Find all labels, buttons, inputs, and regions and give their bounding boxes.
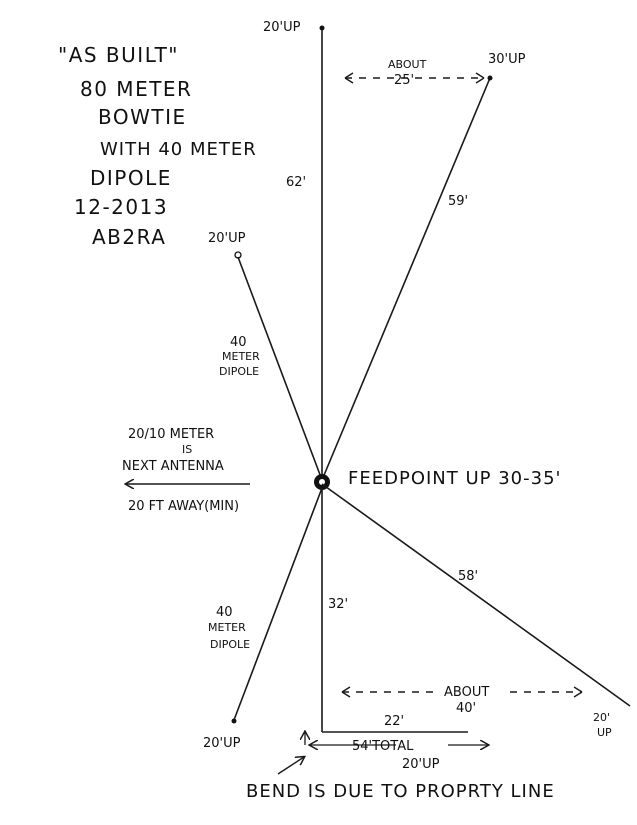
wire-length-59-label: 59': [448, 194, 468, 209]
dipole-40-lower-wire: [233, 487, 323, 721]
next-antenna-note: 20/10 METER IS NEXT ANTENNA 20 FT AWAY(M…: [122, 427, 250, 514]
note-line-2: IS: [182, 443, 192, 456]
dipole40-lower-label-2: METER: [208, 621, 246, 634]
dipole40-lower-label-1: 40: [216, 605, 233, 620]
bowtie-northeast-wire: [321, 77, 491, 481]
dipole40-upper-label-3: DIPOLE: [219, 365, 259, 378]
lower-left-height-label: 20'UP: [203, 736, 241, 751]
about-25-label-top: ABOUT: [388, 58, 427, 71]
about-40-label-top: ABOUT: [444, 685, 489, 700]
feedpoint-center: [319, 479, 325, 485]
bowtie-southeast-wire: [321, 483, 631, 707]
top-mast-height-label: 20'UP: [263, 20, 301, 35]
dipole-40-upper-wire: [237, 256, 323, 481]
title-line-1: "AS BUILT": [58, 43, 179, 67]
upper-left-anchor-point: [234, 251, 242, 259]
wire-length-32-label: 32': [328, 597, 348, 612]
top-anchor-point: [319, 25, 325, 31]
bottom-height-label: 20'UP: [402, 757, 440, 772]
upper-left-height-label: 20'UP: [208, 231, 246, 246]
dipole40-upper-label-1: 40: [230, 335, 247, 350]
about-40-label-value: 40': [456, 701, 476, 716]
title-line-2: 80 METER: [80, 77, 192, 101]
bend-note: BEND IS DUE TO PROPRTY LINE: [246, 781, 555, 802]
dipole40-lower-label-3: DIPOLE: [210, 638, 250, 651]
about-25-label-value: 25': [394, 73, 414, 88]
title-line-3: BOWTIE: [98, 105, 187, 129]
title-line-6: 12-2013: [74, 195, 168, 219]
bend-length-22-label: 22': [384, 714, 404, 729]
upper-right-anchor-point: [487, 75, 493, 81]
total-length-label: 54'TOTAL: [352, 739, 414, 754]
wire-length-58-label: 58': [458, 569, 478, 584]
upper-right-height-label: 30'UP: [488, 52, 526, 67]
lower-right-height-label-2: UP: [597, 726, 612, 739]
title-line-4: WITH 40 METER: [100, 139, 257, 160]
dipole40-upper-label-2: METER: [222, 350, 260, 363]
lower-right-height-label-1: 20': [593, 711, 610, 724]
note-line-1: 20/10 METER: [128, 427, 214, 442]
lower-left-anchor-point: [231, 718, 237, 724]
title-line-7: AB2RA: [92, 225, 166, 249]
bend-note-arrow: [277, 757, 304, 775]
title-block: "AS BUILT" 80 METER BOWTIE WITH 40 METER…: [58, 43, 257, 249]
wire-length-62-label: 62': [286, 175, 306, 190]
note-line-4: 20 FT AWAY(MIN): [128, 499, 239, 514]
title-line-5: DIPOLE: [90, 166, 172, 190]
note-line-3: NEXT ANTENNA: [122, 459, 224, 474]
feedpoint-label: FEEDPOINT UP 30-35': [348, 468, 561, 489]
